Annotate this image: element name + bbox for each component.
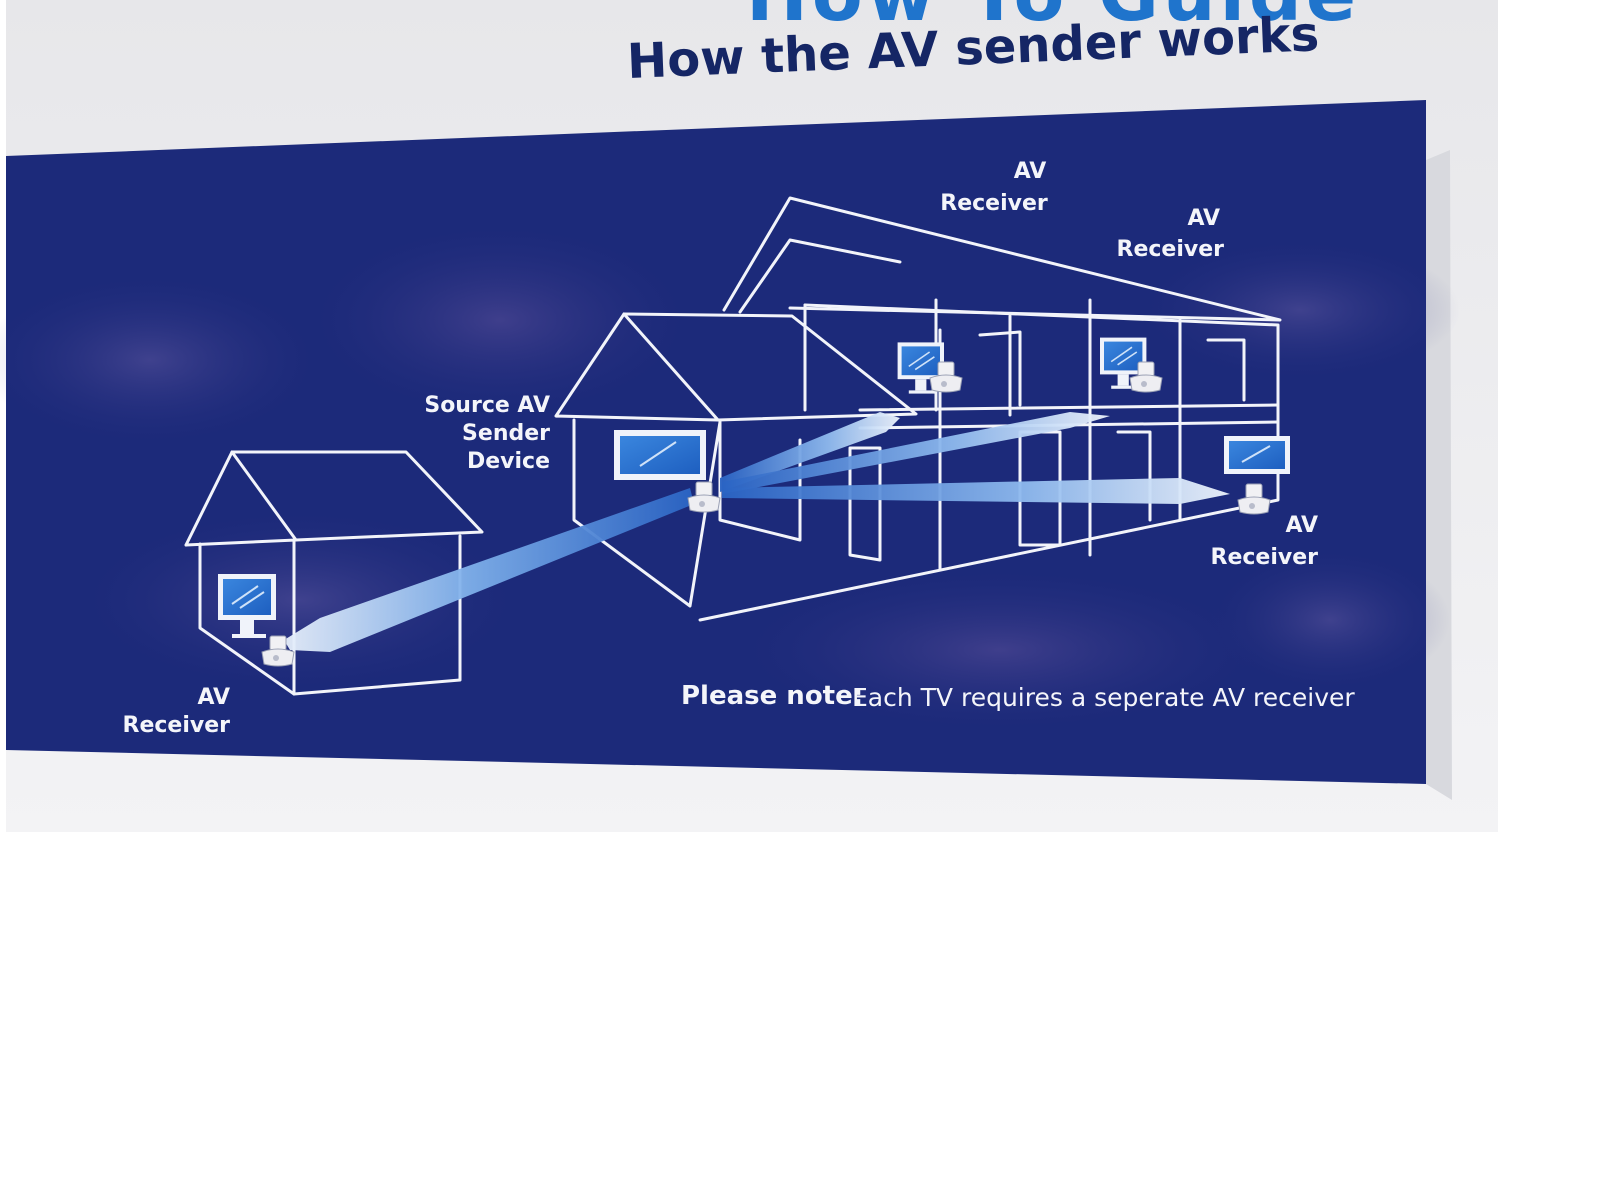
cloud-glow	[0, 275, 320, 445]
panel-edge-strip	[1426, 150, 1452, 800]
label-source-device: Sender	[462, 421, 550, 446]
label-receiver-left: AV	[197, 685, 230, 710]
label-receiver-top: Receiver	[940, 191, 1048, 216]
signal-beam	[722, 478, 1230, 504]
label-receiver-top: AV	[1014, 159, 1047, 184]
label-receiver-lower-right: AV	[1285, 513, 1318, 538]
cloud-glow	[310, 225, 690, 415]
cloud-glow	[80, 510, 520, 690]
signal-beam	[722, 412, 1110, 494]
middle-house	[554, 312, 918, 608]
label-receiver-upper-right: Receiver	[1117, 237, 1225, 262]
tv-monitor	[614, 430, 706, 480]
signal-beam	[284, 488, 694, 652]
label-receiver-left: Receiver	[123, 713, 231, 738]
please-note: Please note: Each TV requires a seperate…	[681, 681, 1355, 712]
label-receiver-upper-right: AV	[1187, 206, 1220, 231]
label-receiver-lower-right: Receiver	[1211, 545, 1319, 570]
cloud-glow	[1140, 240, 1460, 380]
label-source-device: Source AV	[424, 393, 550, 418]
label-source-device: Device	[467, 449, 550, 474]
tv-monitor	[1224, 436, 1290, 474]
banner-title: How To Guide	[746, 0, 1366, 40]
cloud-glow	[1210, 550, 1450, 690]
cloud-glow	[740, 570, 1260, 730]
signal-beam	[720, 412, 900, 492]
note-bold: Please note:	[681, 681, 863, 711]
note-text: Each TV requires a seperate AV receiver	[852, 683, 1355, 712]
